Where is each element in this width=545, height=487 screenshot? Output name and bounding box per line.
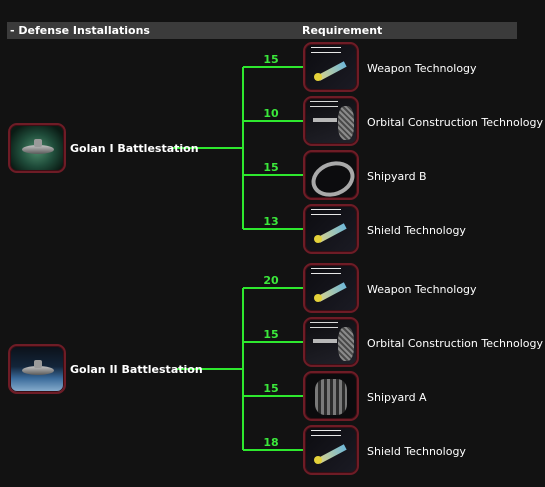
weapon-technology-thumbnail[interactable]: [303, 263, 359, 313]
golan-ii-battlestation-label: Golan II Battlestation: [70, 363, 203, 376]
requirement-count: 15: [263, 161, 279, 174]
requirement-count: 15: [263, 382, 279, 395]
requirement-label: Shipyard B: [367, 170, 427, 183]
requirement-label: Shipyard A: [367, 391, 427, 404]
golan-ii-battlestation-thumbnail[interactable]: [8, 344, 66, 394]
requirement-label: Orbital Construction Technology: [367, 116, 543, 129]
hud-bar-icon: [310, 101, 338, 107]
requirement-count: 15: [263, 53, 279, 66]
shipyard-b-thumbnail[interactable]: [303, 150, 359, 200]
requirement-column-header: Requirement: [302, 24, 383, 37]
requirement-label: Shield Technology: [367, 445, 466, 458]
hud-bar-icon: [310, 322, 338, 328]
requirement-count: 13: [263, 215, 279, 228]
shield-technology-thumbnail[interactable]: [303, 204, 359, 254]
hud-bar-icon: [311, 47, 341, 53]
requirement-count: 20: [263, 274, 279, 287]
golan-i-battlestation-label: Golan I Battlestation: [70, 142, 199, 155]
requirement-count: 10: [263, 107, 279, 120]
hud-bar-icon: [311, 430, 341, 436]
weapon-technology-thumbnail[interactable]: [303, 42, 359, 92]
battlestation-icon: [22, 360, 54, 375]
section-header: - Defense Installations Requirement: [7, 22, 517, 39]
weapon-glow-icon: [314, 294, 322, 302]
construction-ship-icon: [313, 339, 337, 343]
battlestation-icon: [22, 139, 54, 154]
shield-glow-icon: [314, 235, 322, 243]
shield-glow-icon: [314, 456, 322, 464]
orbital-construction-technology-thumbnail[interactable]: [303, 96, 359, 146]
requirement-label: Orbital Construction Technology: [367, 337, 543, 350]
weapon-glow-icon: [314, 73, 322, 81]
shipyard-ring-icon: [306, 155, 357, 198]
shipyard-structure-icon: [315, 379, 347, 415]
construction-ship-icon: [313, 118, 337, 122]
requirement-label: Shield Technology: [367, 224, 466, 237]
shipyard-a-thumbnail[interactable]: [303, 371, 359, 421]
orbital-construction-technology-thumbnail[interactable]: [303, 317, 359, 367]
requirement-count: 15: [263, 328, 279, 341]
requirement-label: Weapon Technology: [367, 283, 477, 296]
shield-technology-thumbnail[interactable]: [303, 425, 359, 475]
asteroid-icon: [338, 106, 354, 140]
requirement-label: Weapon Technology: [367, 62, 477, 75]
hud-bar-icon: [311, 209, 341, 215]
requirement-count: 18: [263, 436, 279, 449]
connector-group-golan-ii: [176, 287, 303, 451]
golan-i-battlestation-thumbnail[interactable]: [8, 123, 66, 173]
connector-group-golan-i: [172, 66, 303, 230]
hud-bar-icon: [311, 268, 341, 274]
asteroid-icon: [338, 327, 354, 361]
collapse-section-toggle[interactable]: - Defense Installations: [10, 24, 150, 37]
